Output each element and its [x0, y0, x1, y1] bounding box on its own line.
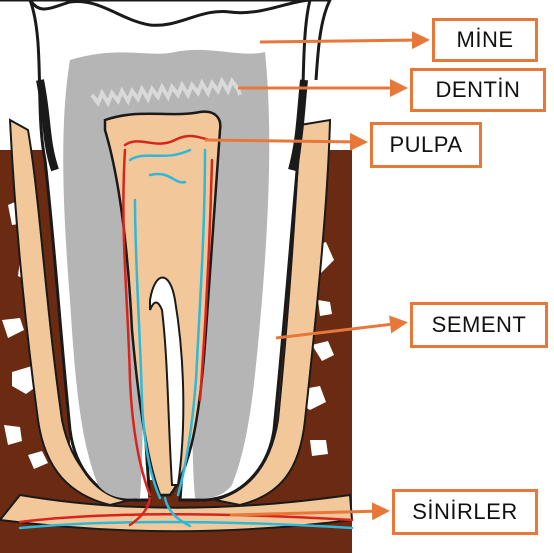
arrow-sinirler: [229, 502, 390, 521]
nerves-and-vessels: [18, 134, 354, 530]
arrow-pulpa: [204, 132, 368, 151]
arrow-mine: [259, 31, 430, 50]
label-arrows: [204, 31, 430, 521]
label-dentin: DENTİN: [410, 68, 546, 112]
label-mine: MİNE: [432, 18, 538, 62]
label-sinirler-text: SİNİRLER: [412, 499, 518, 524]
label-sement-text: SEMENT: [431, 312, 527, 337]
label-sinirler: SİNİRLER: [392, 489, 538, 535]
arrow-sement: [275, 315, 408, 340]
label-mine-text: MİNE: [456, 27, 514, 52]
label-sement: SEMENT: [410, 302, 548, 348]
label-pulpa-text: PULPA: [389, 132, 463, 157]
label-pulpa: PULPA: [370, 122, 482, 168]
label-dentin-text: DENTİN: [435, 77, 521, 102]
